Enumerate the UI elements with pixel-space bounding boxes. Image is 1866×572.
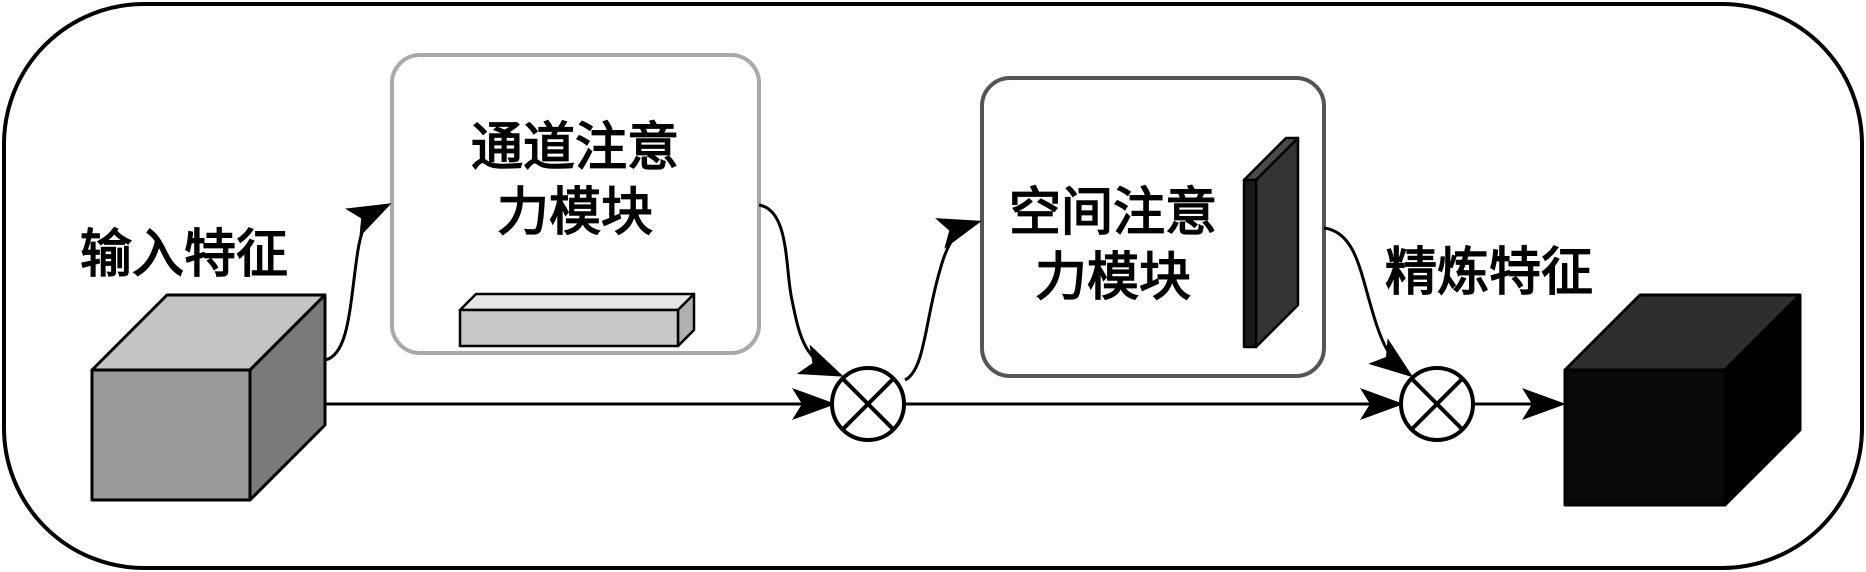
branch-to-spatial-module <box>904 218 982 382</box>
spatial-module-to-second-multiply <box>1323 226 1414 378</box>
multiply-operator-icon <box>830 366 906 442</box>
channel-attention-box <box>390 53 761 355</box>
channel-module-to-first-multiply <box>758 203 844 377</box>
output-cube-front <box>1563 368 1727 507</box>
spatial-attention-map <box>1242 136 1300 349</box>
branch-to-channel-module <box>324 203 392 362</box>
input-feature-cube <box>90 293 327 502</box>
channel-attention-label-line1: 通道注意 <box>471 117 679 178</box>
multiply-operator-icon <box>1399 366 1475 442</box>
refined-feature-label: 精炼特征 <box>1385 242 1593 303</box>
spatial-attention-label-line2: 力模块 <box>1035 247 1191 308</box>
input-feature-label: 输入特征 <box>80 224 288 285</box>
refined-feature-cube <box>1563 293 1802 507</box>
channel-attention-label-line2: 力模块 <box>497 182 653 243</box>
input-cube-front <box>90 368 252 502</box>
spatial-attention-label-line1: 空间注意 <box>1009 182 1217 243</box>
spatial-attention-box <box>980 76 1326 378</box>
channel-attention-map <box>458 292 696 348</box>
